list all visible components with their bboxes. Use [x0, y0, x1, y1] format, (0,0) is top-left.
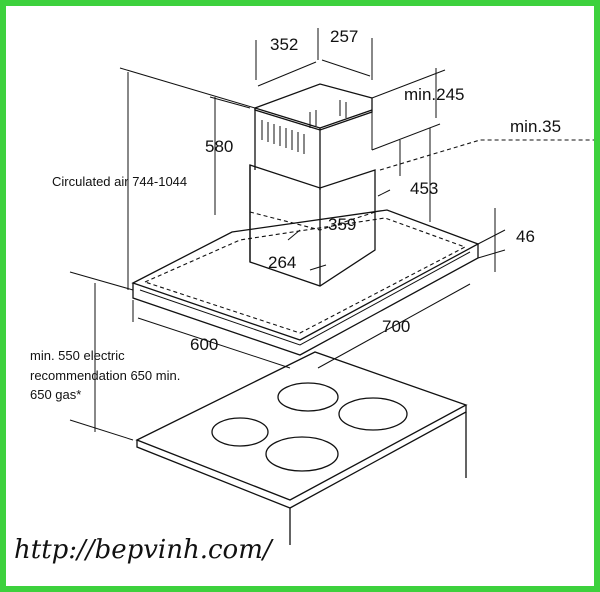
inner-width-label: 264 [268, 253, 296, 272]
burner-back-right [338, 397, 408, 431]
inner-depth-label: 359 [328, 215, 356, 234]
hood-depth-label: 700 [382, 317, 410, 336]
chimney-upper [254, 83, 373, 190]
hood-canopy [131, 209, 480, 356]
chimney-lower [249, 164, 376, 287]
canopy-thickness-label: 46 [516, 227, 535, 246]
hood-width-label: 600 [190, 335, 218, 354]
chimney-depth-label: 257 [330, 27, 358, 46]
chimney-height-label: 580 [205, 137, 233, 156]
range-hood-diagram: 352 257 min.245 min.35 580 Circulated ai… [14, 27, 594, 565]
clearance-line-3: 650 gas* [30, 387, 81, 402]
burner-back-left [277, 382, 339, 412]
diagram-frame: 352 257 min.245 min.35 580 Circulated ai… [6, 6, 594, 586]
circulated-air-label: Circulated air 744-1044 [52, 174, 187, 189]
burner-front-left [211, 417, 269, 447]
dimension-lines [69, 28, 594, 441]
burner-front-right [265, 436, 339, 472]
cooktop [135, 351, 468, 545]
clearance-line-2: recommendation 650 min. [30, 368, 180, 383]
vent-grille [261, 100, 347, 154]
hood-range-label: 453 [410, 179, 438, 198]
chimney-width-label: 352 [270, 35, 298, 54]
clearance-line-1: min. 550 electric [30, 348, 125, 363]
min-side-label: min.35 [510, 117, 561, 136]
min-top-label: min.245 [404, 85, 464, 104]
watermark: http://bepvinh.com/ [14, 535, 274, 565]
